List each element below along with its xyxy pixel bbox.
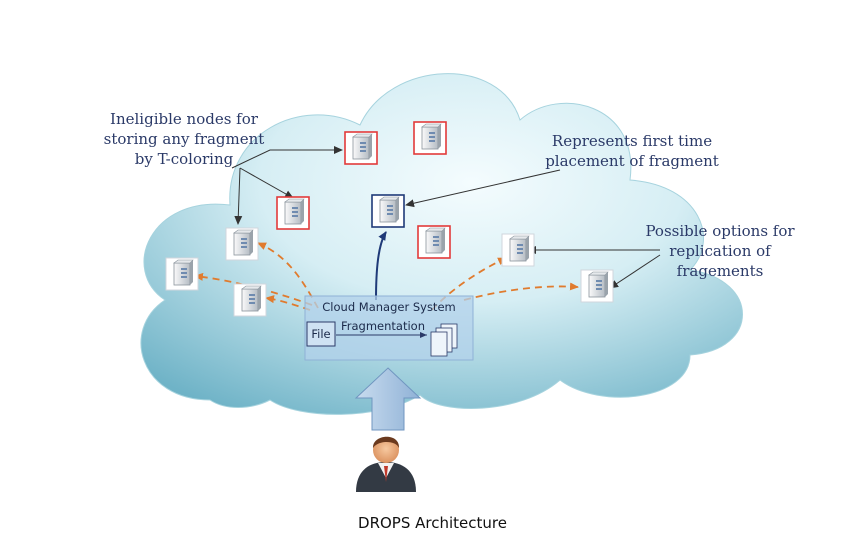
first-placement-arrow — [375, 231, 387, 301]
replica-server-node — [580, 269, 614, 303]
server-icon — [284, 198, 305, 225]
ineligible-line-1: Ineligible nodes for — [110, 110, 259, 128]
first-placement-server-node — [371, 194, 405, 228]
annotation-ineligible: Ineligible nodes for storing any fragmen… — [104, 110, 265, 168]
first-time-line-2: placement of fragment — [545, 152, 719, 170]
replica-server-node — [165, 257, 199, 291]
connector-ineligible-left — [234, 167, 243, 225]
server-icon — [233, 229, 254, 256]
replica-server-node — [225, 227, 259, 261]
ineligible-server-node — [413, 121, 447, 155]
fragment-pages-icon — [430, 323, 458, 357]
connector-ineligible-top — [231, 146, 343, 169]
upload-arrow — [354, 367, 422, 431]
server-icon — [379, 196, 400, 223]
connector-replication-2 — [609, 254, 661, 289]
server-icon — [241, 285, 262, 312]
server-nodes — [165, 121, 614, 317]
replica-server-node — [501, 233, 535, 267]
server-icon — [421, 123, 442, 150]
ineligible-server-node — [344, 131, 378, 165]
file-label: File — [311, 327, 330, 341]
ineligible-server-node — [417, 225, 451, 259]
annotation-replication: Possible options for replication of frag… — [645, 222, 795, 280]
file-box — [306, 321, 336, 347]
ineligible-line-2: storing any fragment — [104, 130, 265, 148]
fragmentation-label: Fragmentation — [341, 319, 425, 333]
server-icon — [425, 227, 446, 254]
annotation-connectors — [231, 146, 661, 289]
first-time-line-1: Represents first time — [552, 132, 712, 150]
server-icon — [173, 259, 194, 286]
ineligible-server-node — [276, 196, 310, 230]
replication-arrow-5 — [463, 282, 579, 301]
manager-title: Cloud Manager System — [322, 300, 455, 314]
replication-line-1: Possible options for — [645, 222, 795, 240]
connector-first-time — [405, 169, 561, 208]
replication-arrow-1 — [257, 242, 319, 309]
connector-ineligible-mid — [239, 167, 294, 199]
replica-server-node — [233, 283, 267, 317]
diagram-caption: DROPS Architecture — [358, 514, 507, 532]
user-icon — [356, 436, 416, 492]
server-icon — [509, 235, 530, 262]
ineligible-line-3: by T-coloring — [135, 150, 234, 168]
server-icon — [352, 133, 373, 160]
annotation-first-time: Represents first time placement of fragm… — [545, 132, 719, 170]
replication-line-2: replication of — [669, 242, 772, 260]
replication-line-3: fragements — [677, 262, 764, 280]
cloud-manager-system: Cloud Manager System File Fragmentation — [304, 295, 474, 361]
server-icon — [588, 271, 609, 298]
